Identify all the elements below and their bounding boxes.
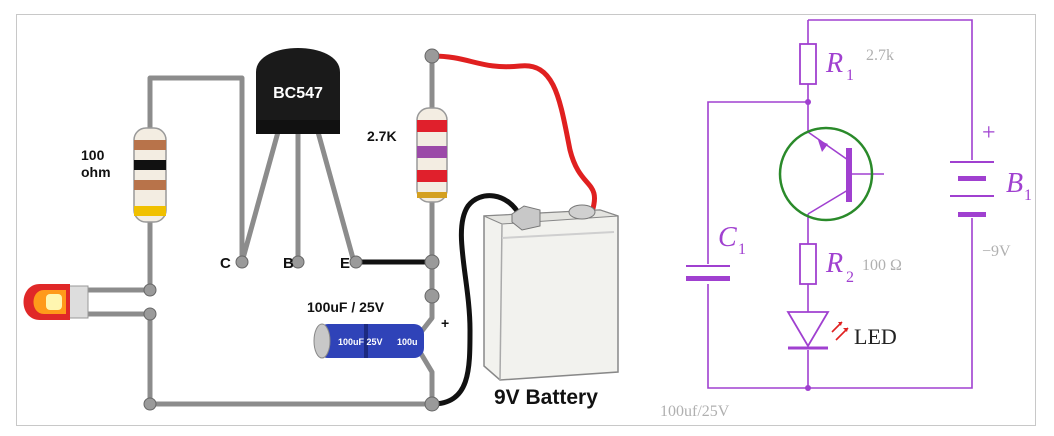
junction-dot [424,396,440,412]
sch-wire-top-right [808,19,973,160]
r2-subscript: 2 [846,269,854,286]
r1-value: 2.7k [866,47,894,64]
wire-resistor-to-collector [147,75,245,265]
pin-b-label: B [283,255,294,272]
capacitor-body-text-left: 100uF 25V [338,337,383,347]
sch-transistor-base-bar [846,148,852,202]
battery-plus-sign: + [982,120,996,146]
resistor-100-label-line1: 100 [81,147,105,163]
battery-9v [483,204,619,381]
leg-emitter [315,129,357,265]
black-wires [353,193,523,407]
c1-value: 100uf/25V [660,403,730,420]
battery-label: 9V Battery [494,386,598,409]
sch-wire-c1-top [707,101,808,264]
junction-dot [291,255,305,269]
junction-dot [424,48,440,64]
schematic-labels: R 1 2.7k R 2 100 Ω C 1 100uf/25V B 1 + −… [660,47,1032,420]
resistor-2k7 [416,107,448,203]
sch-wire-c1-bottom [707,284,808,389]
transistor-name: BC547 [273,85,323,102]
junction-dots [143,48,440,412]
sch-battery-b1 [950,161,994,217]
wire-battery-negative [429,193,523,407]
sch-wire-bottom-right [808,218,973,389]
r1-subscript: 1 [846,67,854,84]
junction-dot [143,283,157,297]
resistor-100-label-line2: ohm [81,164,111,180]
resistor-100-ohm [133,127,167,223]
sch-emitter-arrow [818,140,828,152]
leg-collector [239,129,281,265]
junction-dot [424,254,440,270]
sch-led-emission-arrows [831,321,849,341]
junction-dot [424,288,440,304]
sch-transistor-circle [778,126,874,222]
transistor-bc547 [256,48,340,134]
sch-capacitor-c1 [686,265,730,281]
sch-resistor-r1 [799,43,817,85]
c1-letter: C [718,222,737,253]
junction-dot [143,397,157,411]
sch-collector-line [807,131,849,161]
sch-emitter-line [807,189,849,215]
b1-letter: B [1006,168,1023,199]
wire-cap-minus [417,349,435,407]
junction-dot [143,307,157,321]
sch-resistor-r2 [799,243,817,285]
r1-letter: R [825,48,843,79]
c1-subscript: 1 [738,241,746,258]
capacitor-label: 100uF / 25V [307,299,385,315]
battery-minus-9v: −9V [982,243,1011,260]
capacitor-body-text-right: 100u [397,337,418,347]
sch-led [786,311,849,350]
led-component [23,284,89,320]
r2-value: 100 Ω [862,257,902,274]
capacitor-100uf [313,323,424,359]
sch-junction-dot [805,385,811,391]
b1-subscript: 1 [1024,187,1032,204]
pin-c-label: C [220,255,231,272]
wire-battery-positive [429,53,598,215]
sch-junction-dot [805,99,811,105]
r2-letter: R [825,248,843,279]
led-label: LED [854,324,897,349]
schematic-wires [707,19,973,389]
resistor-2k7-label: 2.7K [367,128,397,144]
junction-dot [235,255,249,269]
pin-e-label: E [340,255,350,272]
junction-dot [349,255,363,269]
capacitor-plus-sign: + [441,315,449,331]
